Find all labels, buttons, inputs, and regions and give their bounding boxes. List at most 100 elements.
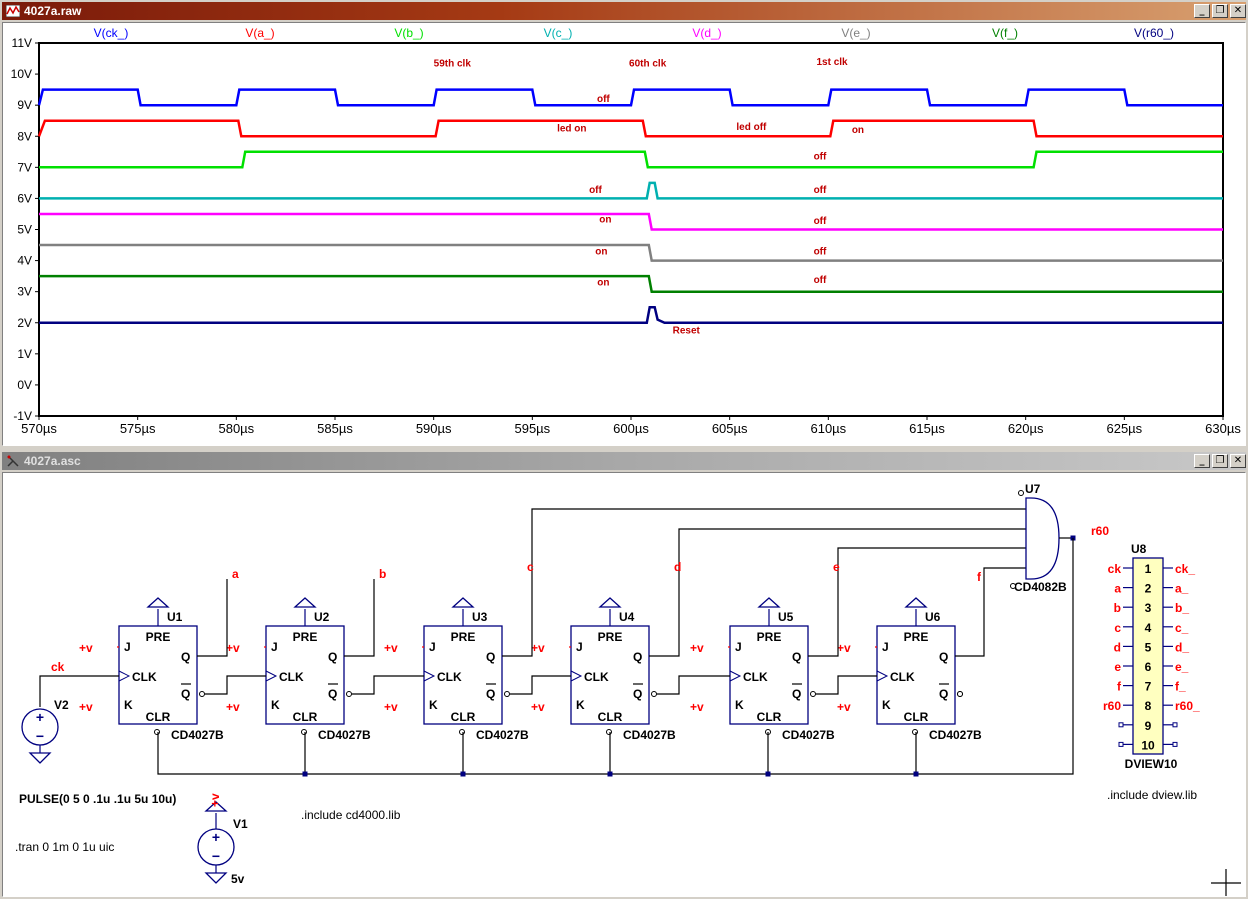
pre-arrow-icon [598,597,622,608]
dview-pin-number: 5 [1145,640,1152,654]
pin-label-pre: PRE [757,630,782,644]
annotation-reset: Reset [673,326,701,337]
waveform-titlebar[interactable]: 4027a.raw [2,2,1246,20]
net-label-b: b [379,567,386,581]
source-value-v1: 5v [231,872,245,886]
x-tick-label: 585µs [317,421,353,436]
pre-arrow-icon [451,597,475,608]
dview-pin-number: 7 [1145,680,1152,694]
annotation-d-off: off [814,216,827,227]
dview-right-label: ck_ [1175,562,1195,576]
wire-reset-bus [157,538,1074,775]
pin-marker [957,691,963,697]
restore-icon[interactable]: ❐ [1212,454,1228,468]
pin-marker [1010,583,1016,589]
dview-left-label: d [1114,640,1121,654]
annotation-clk59: 59th clk [434,58,472,69]
schematic-titlebar[interactable]: 4027a.asc [2,452,1246,470]
pin-label-clk: CLK [743,670,768,684]
dview-ref: U8 [1131,542,1147,556]
pin-marker [1018,490,1024,496]
ground-icon [204,872,228,884]
net-label-plus-v-j: +v [837,641,851,655]
close-icon[interactable]: ✕ [1230,454,1246,468]
pin-marker [1118,722,1124,728]
dview-part: DVIEW10 [1125,757,1178,771]
flipflop-part: CD4027B [929,728,982,742]
pin-marker [1172,741,1178,747]
net-label-plus-v-j: +v [531,641,545,655]
x-tick-label: 590µs [416,421,452,436]
pin-label-clr: CLR [451,710,476,724]
pin-label-qbar: Q [633,687,642,701]
wire-net-d [649,528,1026,657]
pin-marker [459,729,465,735]
x-tick-label: 620µs [1008,421,1044,436]
minus-sign: − [36,728,44,744]
clock-triangle-icon [265,670,278,682]
wire-qbar-clk [352,675,424,695]
annotation-c-off1: off [589,185,602,196]
close-icon[interactable]: ✕ [1230,4,1246,18]
directive-include-cd4000: .include cd4000.lib [301,808,401,822]
flipflop-ref: U1 [167,610,183,624]
x-tick-label: 600µs [613,421,649,436]
wire-qbar-clk [816,675,877,695]
net-label-v1-plus: +v [208,793,222,807]
flipflop-ref: U3 [472,610,488,624]
dview-pin-number: 3 [1145,601,1152,615]
pin-marker [301,729,307,735]
pin-label-q: Q [939,650,948,664]
annotation-e-off: off [814,246,827,257]
flipflop-ref: U2 [314,610,330,624]
wire-net-b [344,579,375,657]
pin-marker [504,691,510,697]
net-label-plus-v-j: +v [79,641,93,655]
clock-triangle-icon [423,670,436,682]
series-r60 [39,305,1223,325]
minimize-icon[interactable]: _ [1194,454,1210,468]
annotation-d-on: on [599,214,611,225]
pin-label-pre: PRE [146,630,171,644]
x-tick-label: 575µs [120,421,156,436]
net-label-plus-v-k: +v [837,700,851,714]
v1-arrow-icon [204,801,228,812]
pin-marker [1172,722,1178,728]
restore-icon[interactable]: ❐ [1212,4,1228,18]
net-label-plus-v-j: +v [384,641,398,655]
schematic-app-icon [6,454,20,468]
pin-label-k: K [124,698,133,712]
x-tick-label: 610µs [810,421,846,436]
series-b [39,150,1223,169]
clock-triangle-icon [876,670,889,682]
series-ck [37,88,1223,107]
series-d [39,212,1223,231]
schematic-canvas[interactable]: U1PREJCLKKQQCLRCD4027B+v+vU2PREJCLKKQQCL… [3,473,1245,896]
trace-label: V(a_) [245,26,274,40]
minimize-icon[interactable]: _ [1194,4,1210,18]
gate-ref: U7 [1025,482,1041,496]
pin-marker [154,729,160,735]
series-a [37,119,1223,138]
pin-label-qbar: Q [328,687,337,701]
annotation-e-on: on [595,246,607,257]
y-tick-label: 7V [17,160,32,174]
x-tick-label: 625µs [1106,421,1142,436]
net-label-e: e [833,560,840,574]
pin-label-q: Q [181,650,190,664]
annotation-ck-off: off [597,94,610,105]
net-label-plus-v-j: +v [226,641,240,655]
pin-marker [199,691,205,697]
dview-pin-number: 2 [1145,582,1152,596]
pin-marker [606,729,612,735]
y-tick-label: 10V [11,67,32,81]
x-tick-label: 595µs [514,421,550,436]
series-f [39,274,1223,293]
pin-marker [912,729,918,735]
pin-label-clk: CLK [132,670,157,684]
trace-label: V(b_) [394,26,423,40]
